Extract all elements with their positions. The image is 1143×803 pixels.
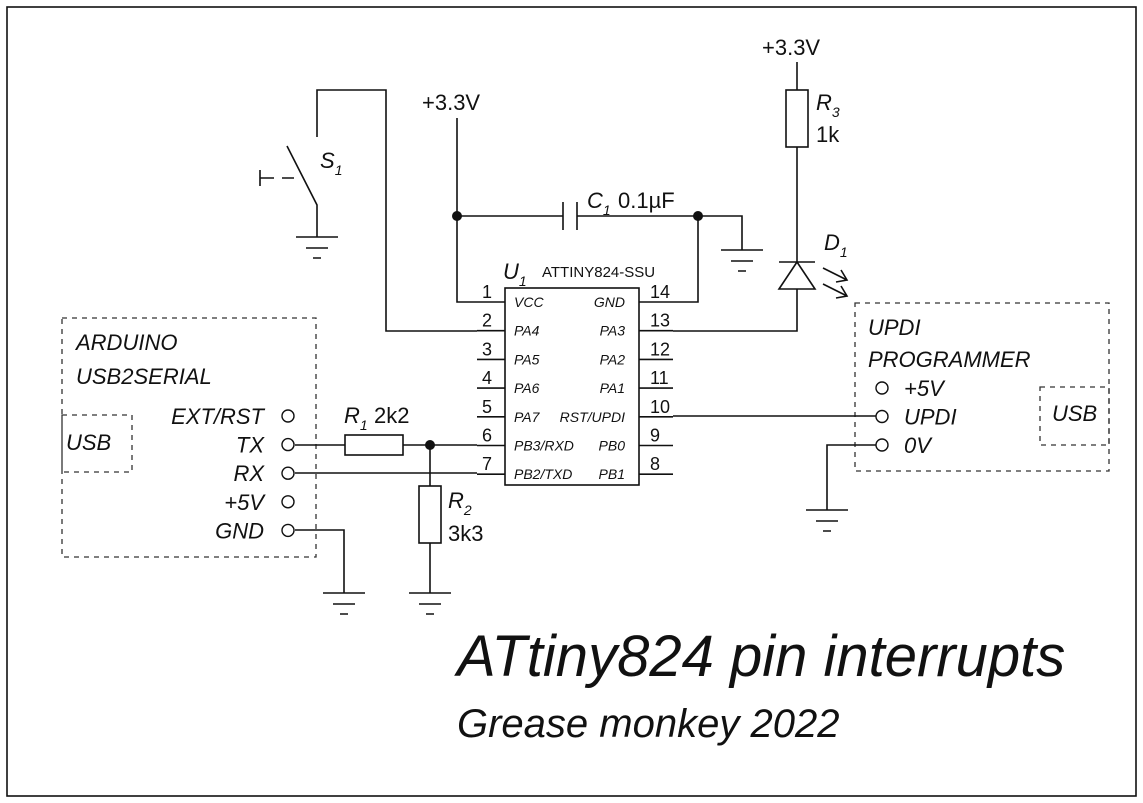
r3-value: 1k: [816, 122, 840, 147]
r2-value: 3k3: [448, 521, 483, 546]
chip-pin-name: PB0: [599, 438, 626, 454]
ground-symbol-r2: [409, 592, 451, 615]
chip-pin-name: RST/UPDI: [560, 409, 625, 425]
ground-symbol-programmer: [806, 509, 848, 532]
chip-pin-name: PA6: [514, 380, 540, 396]
chip-pin-number: 7: [482, 454, 492, 474]
switch-ref: S1: [320, 148, 342, 178]
chip-pin-number: 2: [482, 311, 492, 331]
chip-pin-name: PA7: [514, 409, 541, 425]
chip-pin-number: 5: [482, 397, 492, 417]
chip-pin-name: PB1: [599, 466, 625, 482]
chip-pin-number: 6: [482, 426, 492, 446]
ground-symbol-s1: [296, 236, 338, 259]
drawing-subtitle: Grease monkey 2022: [457, 702, 839, 746]
capacitor-ref: C1: [587, 188, 611, 218]
chip-pin-name: PA2: [600, 351, 626, 367]
chip-pin-name: PB3/RXD: [514, 438, 574, 454]
chip-pin-number: 14: [650, 282, 670, 302]
terminal-circle: [281, 495, 295, 509]
ground-symbol-arduino: [323, 592, 365, 615]
chip-pin-name: GND: [594, 294, 625, 310]
arduino-pin-label: TX: [236, 433, 265, 458]
chip-pin-number: 1: [482, 282, 492, 302]
chip-pin-name: PA4: [514, 323, 540, 339]
terminal-circle: [281, 466, 295, 480]
chip-pin-number: 3: [482, 339, 492, 359]
supply-label-led: +3.3V: [762, 35, 820, 60]
chip-pin-number: 4: [482, 368, 492, 388]
chip-pin-number: 8: [650, 454, 660, 474]
chip-pin-name: VCC: [514, 294, 544, 310]
r3-ref: R3: [816, 90, 840, 120]
chip-pin-name: PA1: [600, 380, 625, 396]
arduino-pins: EXT/RST TX RX +5V GND: [171, 404, 295, 543]
ground-symbol-c1: [721, 249, 763, 272]
updi-programmer: UPDI PROGRAMMER USB +5V UPDI 0V: [854, 302, 1110, 472]
terminal-circle: [875, 409, 889, 424]
chip-ref: U1: [503, 259, 527, 289]
supply-label-vcc: +3.3V: [422, 90, 480, 115]
programmer-pins: +5V UPDI 0V: [875, 376, 957, 458]
programmer-pin-label: UPDI: [904, 405, 957, 430]
arduino-title-2: USB2SERIAL: [76, 364, 212, 389]
chip-part: ATTINY824-SSU: [542, 264, 655, 281]
switch-s1: S1: [259, 89, 477, 332]
programmer-title-1: UPDI: [868, 315, 921, 340]
led-ref: D1: [824, 230, 848, 260]
chip-pin-number: 11: [650, 368, 669, 388]
terminal-circle: [281, 437, 295, 452]
arduino-title-1: ARDUINO: [74, 330, 177, 355]
terminal-circle: [281, 523, 295, 538]
chip-pin-name: PB2/TXD: [514, 466, 572, 482]
chip-pin-name: PA3: [600, 323, 626, 339]
r2-ref: R2: [448, 488, 472, 518]
chip-pin-number: 9: [650, 426, 660, 446]
arduino-pin-label: +5V: [224, 490, 266, 515]
chip-pin-number: 12: [650, 339, 670, 359]
programmer-pin-label: +5V: [904, 376, 946, 401]
programmer-title-2: PROGRAMMER: [868, 347, 1031, 372]
capacitor-value: 0.1µF: [618, 188, 675, 213]
chip-body: [504, 287, 640, 486]
arduino-pin-label: GND: [215, 518, 264, 543]
chip-pin-number: 13: [650, 311, 670, 331]
resistor-r2: R2 3k3: [418, 445, 483, 593]
drawing-frame: [6, 6, 1137, 797]
chip-pin-name: PA5: [514, 351, 540, 367]
chip-pin-number: 10: [650, 397, 670, 417]
arduino-usb2serial: ARDUINO USB2SERIAL USB EXT/RST TX RX +5V GND: [61, 317, 317, 558]
arduino-pin-label: EXT/RST: [171, 404, 265, 429]
capacitor-c1: C1 0.1µF: [457, 188, 743, 250]
terminal-circle: [875, 438, 889, 452]
led-d1: D1: [673, 230, 849, 332]
drawing-title: ATtiny824 pin interrupts: [454, 624, 1065, 689]
resistor-r1: R1 2k2: [295, 403, 477, 456]
r1-ref: R1: [344, 403, 368, 433]
programmer-usb-label: USB: [1052, 401, 1097, 426]
resistor-r3: R3 1k: [785, 62, 840, 262]
terminal-circle: [281, 409, 295, 423]
r1-value: 2k2: [374, 403, 409, 428]
programmer-pin-label: 0V: [904, 433, 933, 458]
arduino-pin-label: RX: [233, 461, 265, 486]
terminal-circle: [875, 381, 889, 395]
arduino-usb-label: USB: [66, 430, 111, 455]
